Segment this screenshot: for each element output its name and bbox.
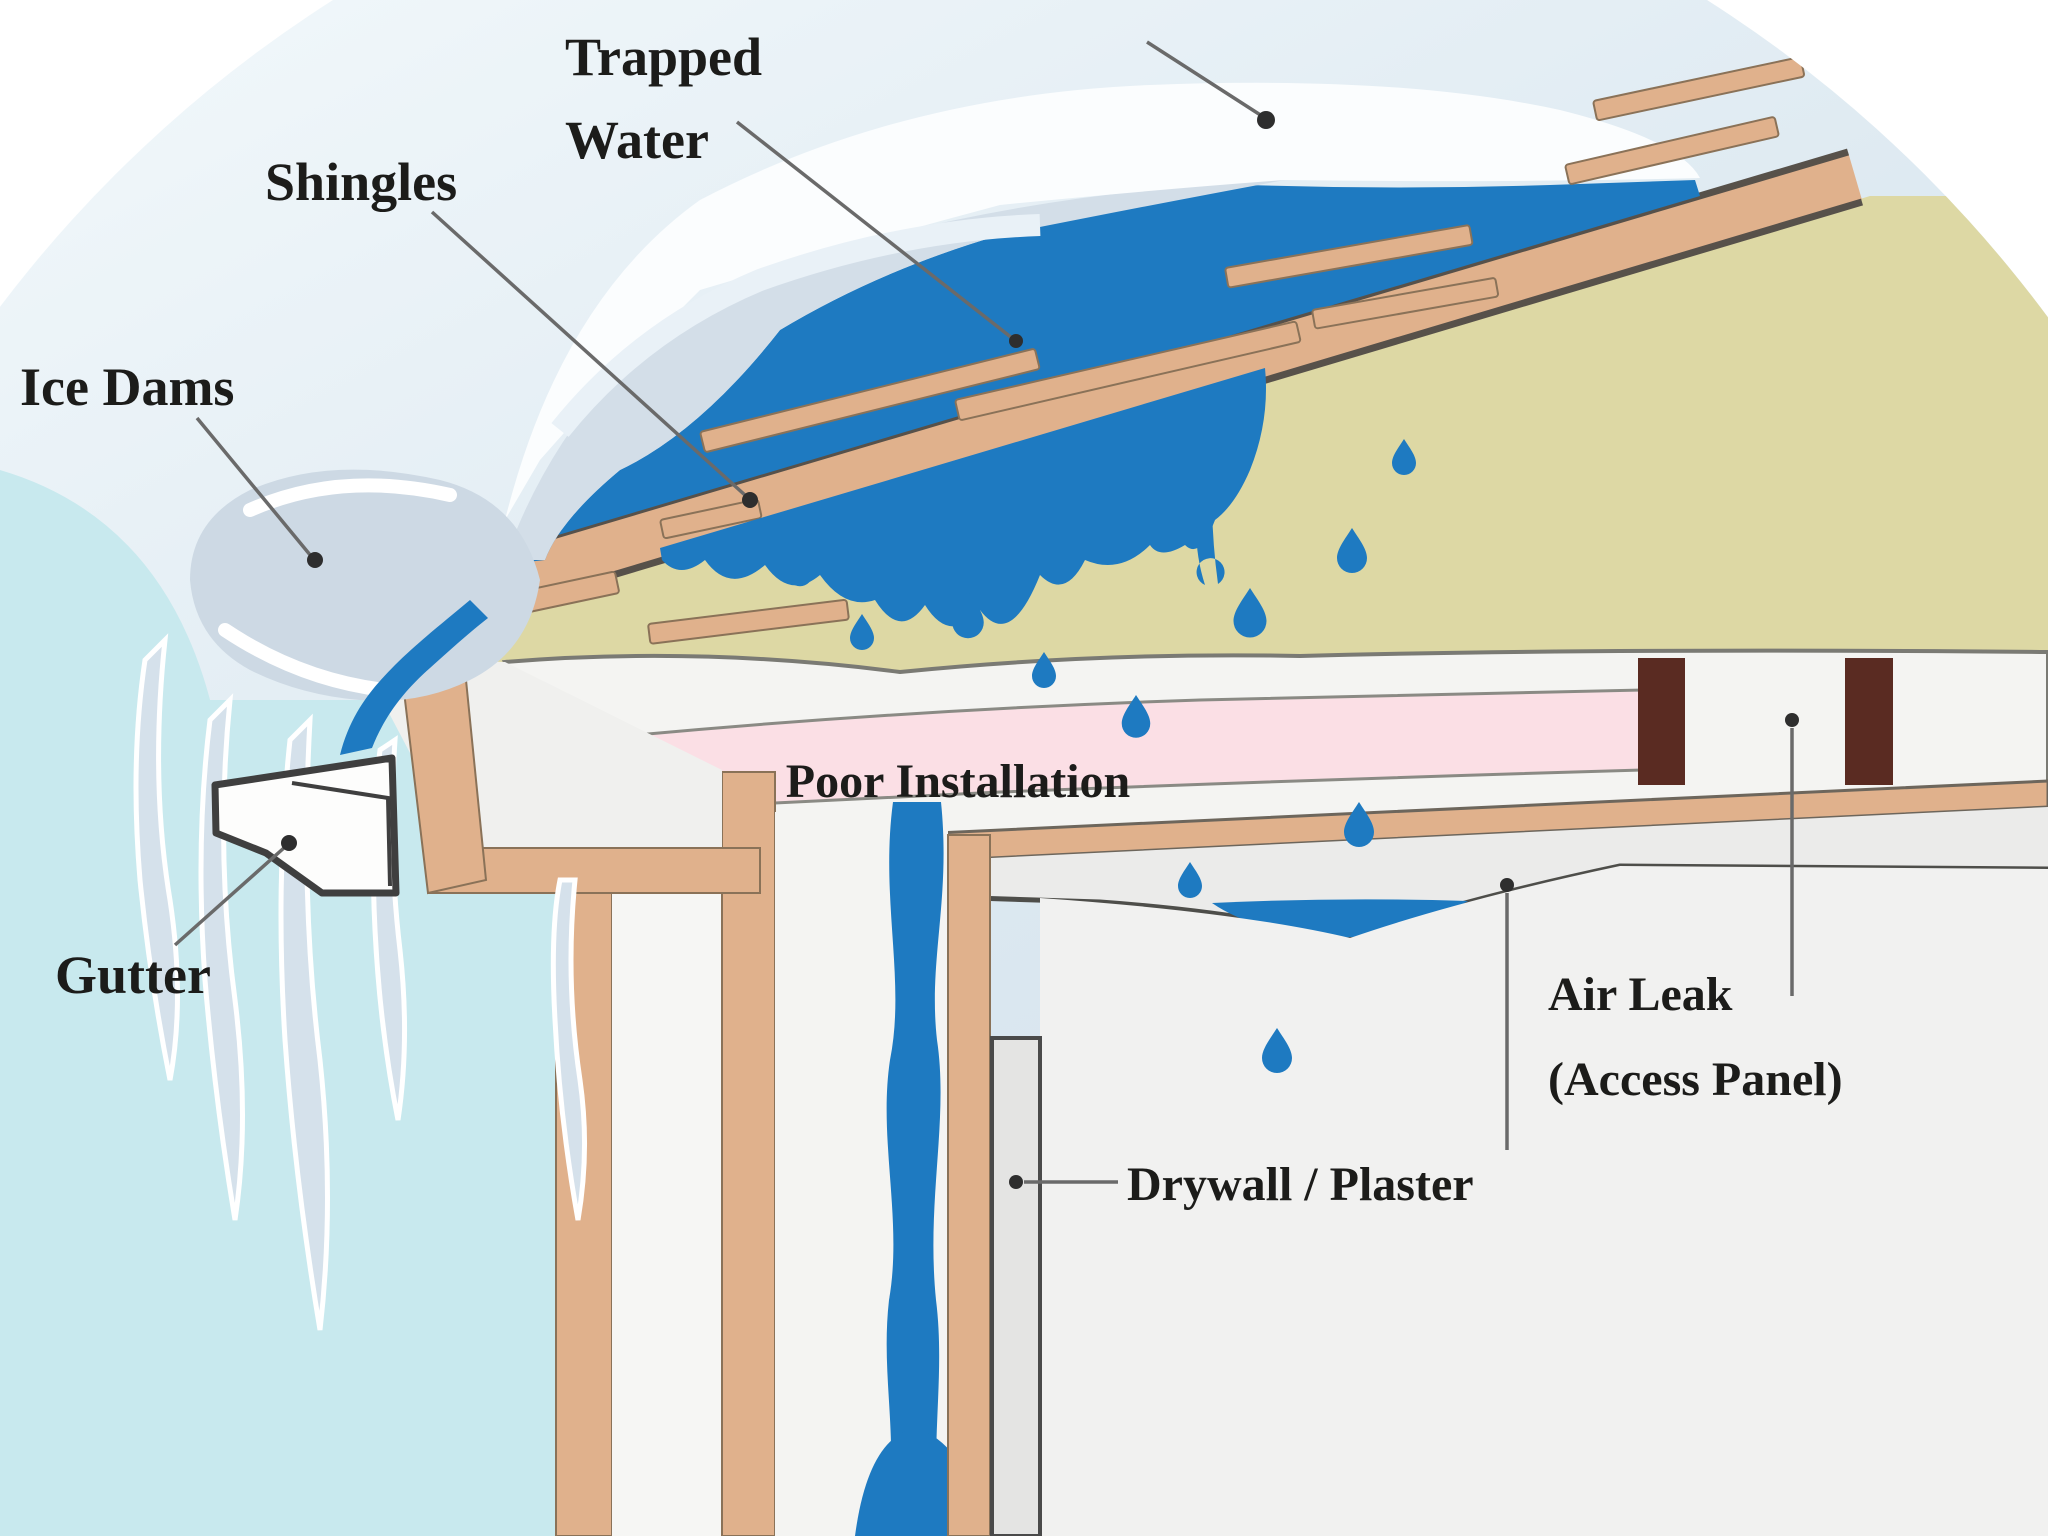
shingle-strip <box>659 498 763 540</box>
detached-shingle-strip <box>1564 116 1780 185</box>
label-shingles: Shingles <box>265 152 457 212</box>
poor-installation-batt <box>566 688 1644 814</box>
wall-stud-inner <box>947 834 991 1536</box>
drywall-dot <box>1009 1175 1023 1189</box>
trapped-water-dot <box>1009 334 1023 348</box>
label-drywall-plaster: Drywall / Plaster <box>1127 1158 1474 1211</box>
gutter-inner-edge <box>291 781 392 887</box>
shingles-dot <box>742 492 758 508</box>
snow-mound-white <box>505 82 1700 521</box>
trapped-water-leader <box>735 120 1014 340</box>
shingle-strip <box>699 348 1041 453</box>
gutter-dot <box>281 835 297 851</box>
wall-water-stream <box>885 802 944 1536</box>
shingles-leader <box>430 210 748 498</box>
shingle-strip <box>1311 277 1499 330</box>
ice-dams-dot <box>307 552 323 568</box>
icicle <box>133 633 180 1081</box>
snow-highlight <box>551 214 1041 437</box>
water-seepage-under-deck <box>660 368 1266 627</box>
label-gutter: Gutter <box>55 945 211 1005</box>
leader-lines <box>173 40 1799 1189</box>
icicle <box>550 877 588 1221</box>
snow-layer-gray <box>505 180 1285 560</box>
icicle-backdrop-left <box>0 470 250 1536</box>
ceiling-drywall-strip <box>722 807 2048 938</box>
room-interior <box>1040 866 2048 1536</box>
wall-stud-outer <box>721 771 776 1536</box>
label-air-leak-line1: Air Leak <box>1548 968 1733 1021</box>
top-leader-dot <box>1257 111 1275 129</box>
label-air-leak-line2: (Access Panel) <box>1548 1053 1843 1106</box>
labels: Trapped Water Shingles Ice Dams Gutter P… <box>20 27 1843 1211</box>
top-leader <box>1146 40 1263 118</box>
elongated-drip <box>1196 498 1225 585</box>
ice-highlight <box>218 478 457 697</box>
wall-sheathing <box>612 893 722 1536</box>
label-trapped-water-line1: Trapped <box>565 27 762 87</box>
icicle <box>198 693 245 1221</box>
label-ice-dams: Ice Dams <box>20 357 234 417</box>
gutter-leader <box>173 845 287 947</box>
access-panel-dot <box>1785 713 1799 727</box>
access-panel-post-left <box>1638 658 1685 785</box>
access-panel-post-right <box>1845 658 1893 785</box>
ice-dams-leader <box>195 416 313 558</box>
shingle-strip <box>647 598 850 645</box>
water-over-eave <box>340 600 488 755</box>
roof-deck <box>330 152 1862 655</box>
shingle-strip <box>954 320 1302 421</box>
label-trapped-water-line2: Water <box>565 110 709 170</box>
air-leak-dot <box>1500 878 1514 892</box>
shingle-strip <box>1224 224 1474 289</box>
drywall-panel <box>990 1036 1042 1536</box>
label-poor-installation: Poor Installation <box>786 755 1130 808</box>
